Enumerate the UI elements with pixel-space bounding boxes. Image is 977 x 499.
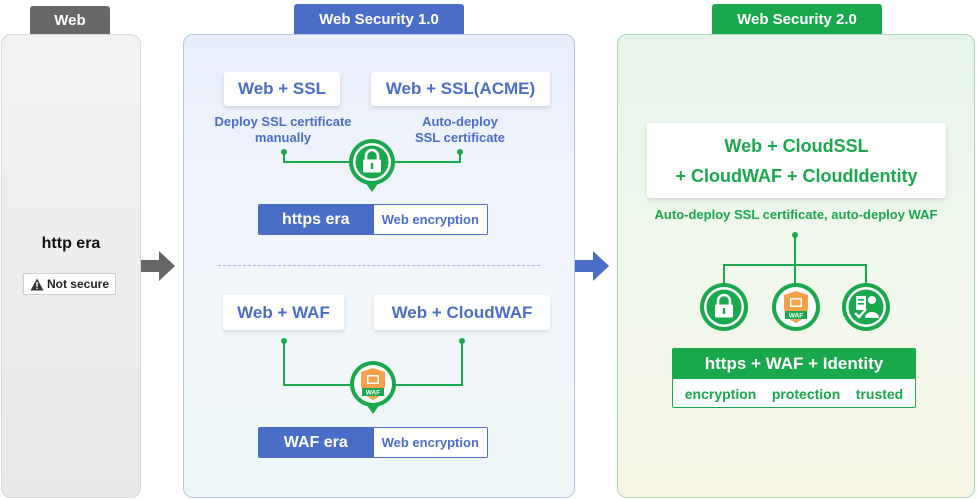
waf-shield-icon: WAF: [772, 283, 820, 331]
lock-icon: [349, 139, 395, 192]
https-era-label: https era: [258, 204, 374, 235]
not-secure-badge: Not secure: [23, 273, 116, 295]
web-panel: [1, 34, 141, 498]
identity-icon: [842, 283, 890, 331]
result-item-encryption: encryption: [684, 385, 757, 402]
waf-icon-label-1: WAF: [366, 390, 380, 397]
card-cloud-suite-line2: + CloudWAF + CloudIdentity: [675, 165, 918, 186]
arrow-right-icon: [141, 251, 175, 281]
warning-icon: [30, 278, 44, 290]
ws1-tab: Web Security 1.0: [294, 4, 464, 34]
ws1-panel: [183, 34, 575, 498]
lock-icon: [700, 283, 748, 331]
waf-era-label: WAF era: [258, 427, 374, 458]
ssl-connector: [281, 149, 463, 163]
web-tab: Web: [30, 6, 110, 34]
result-title: https + WAF + Identity: [673, 349, 915, 379]
waf-era-encryption: Web encryption: [373, 427, 488, 458]
result-box: https + WAF + Identity encryption protec…: [672, 348, 916, 408]
card-web-ssl: Web + SSL: [224, 72, 340, 106]
not-secure-text: Not secure: [46, 277, 110, 291]
ws2-connector: [723, 232, 867, 288]
result-item-trusted: trusted: [855, 385, 904, 402]
caption-auto: Auto-deploy SSL certificate: [414, 114, 506, 145]
card-cloud-suite: Web + CloudSSL + CloudWAF + CloudIdentit…: [647, 123, 946, 198]
card-cloud-suite-line1: Web + CloudSSL: [724, 135, 869, 156]
arrow-right-icon: [575, 251, 609, 281]
card-web-waf: Web + WAF: [223, 295, 344, 330]
card-web-ssl-acme: Web + SSL(ACME): [371, 72, 550, 106]
waf-shield-icon: WAF: [350, 361, 396, 414]
https-era-bar: https era Web encryption: [258, 204, 488, 235]
caption-auto-deploy: Auto-deploy SSL certificate, auto-deploy…: [654, 207, 938, 222]
waf-icon-label-2: WAF: [789, 313, 803, 320]
caption-manual: Deploy SSL certificate manually: [214, 114, 352, 145]
waf-connector: [281, 338, 465, 386]
http-era-label: http era: [41, 235, 101, 252]
https-era-encryption: Web encryption: [373, 204, 488, 235]
ws2-tab: Web Security 2.0: [712, 4, 882, 34]
waf-era-bar: WAF era Web encryption: [258, 427, 488, 458]
divider: [218, 265, 540, 266]
card-web-cloudwaf: Web + CloudWAF: [374, 295, 550, 330]
result-item-protection: protection: [771, 385, 841, 402]
result-items: encryption protection trusted: [673, 379, 915, 408]
